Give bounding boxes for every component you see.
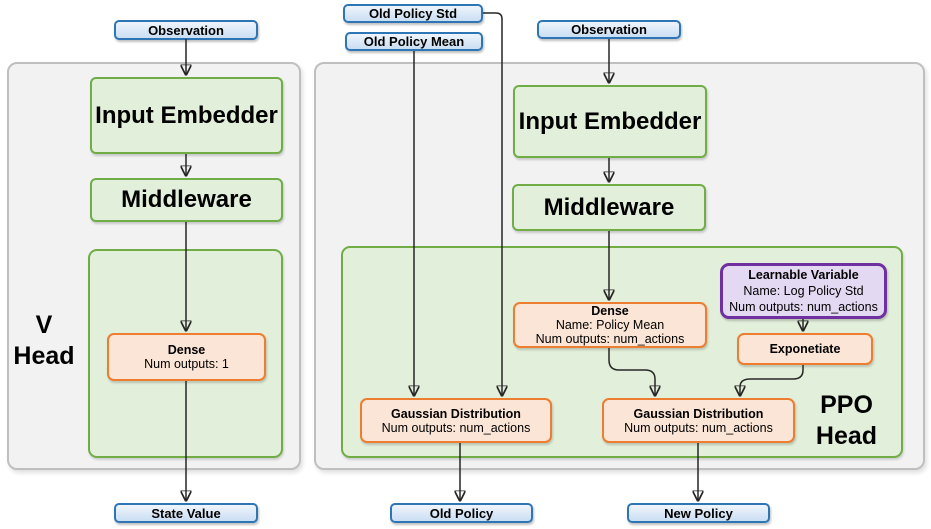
v-head-label: V Head <box>8 310 80 372</box>
gaussian-new-outputs: Num outputs: num_actions <box>624 420 773 435</box>
input-old-policy-mean: Old Policy Mean <box>345 32 483 51</box>
v-head-label-line2: Head <box>13 342 75 370</box>
v-dense-title: Dense <box>167 343 206 357</box>
ppo-head-label: PPO Head <box>799 390 894 452</box>
learnable-variable-title: Learnable Variable <box>748 268 859 282</box>
ppo-input-embedder-node: Input Embedder <box>513 85 707 158</box>
exponetiate-node: Exponetiate <box>737 333 873 365</box>
gaussian-old-outputs: Num outputs: num_actions <box>381 420 531 435</box>
gaussian-distribution-new-node: Gaussian Distribution Num outputs: num_a… <box>602 398 795 443</box>
v-head-label-line1: V <box>35 311 53 339</box>
input-observation-left: Observation <box>114 20 258 40</box>
learnable-variable-outputs: Num outputs: num_actions <box>729 300 878 314</box>
output-state-value: State Value <box>114 503 258 523</box>
ppo-middleware-node: Middleware <box>512 184 706 231</box>
output-new-policy: New Policy <box>627 503 770 523</box>
ppo-dense-outputs: Num outputs: num_actions <box>535 332 685 346</box>
v-dense-node: Dense Num outputs: 1 <box>107 333 266 381</box>
learnable-variable-name: Name: Log Policy Std <box>743 284 864 298</box>
ppo-head-label-line1: PPO <box>820 391 873 419</box>
input-old-policy-std: Old Policy Std <box>343 4 483 23</box>
v-input-embedder-node: Input Embedder <box>90 77 283 154</box>
input-observation-right: Observation <box>537 20 681 39</box>
ppo-dense-policy-mean-node: Dense Name: Policy Mean Num outputs: num… <box>513 302 707 348</box>
gaussian-old-title: Gaussian Distribution <box>391 406 521 421</box>
exponetiate-title: Exponetiate <box>769 342 841 356</box>
output-old-policy: Old Policy <box>390 503 533 523</box>
gaussian-new-title: Gaussian Distribution <box>633 406 764 421</box>
ppo-dense-name: Name: Policy Mean <box>555 318 665 332</box>
v-middleware-node: Middleware <box>90 178 283 222</box>
learnable-variable-node: Learnable Variable Name: Log Policy Std … <box>720 263 887 319</box>
ppo-head-label-line2: Head <box>815 422 878 450</box>
v-dense-outputs: Num outputs: 1 <box>144 357 229 371</box>
gaussian-distribution-old-node: Gaussian Distribution Num outputs: num_a… <box>360 398 552 443</box>
ppo-dense-title: Dense <box>591 304 629 318</box>
